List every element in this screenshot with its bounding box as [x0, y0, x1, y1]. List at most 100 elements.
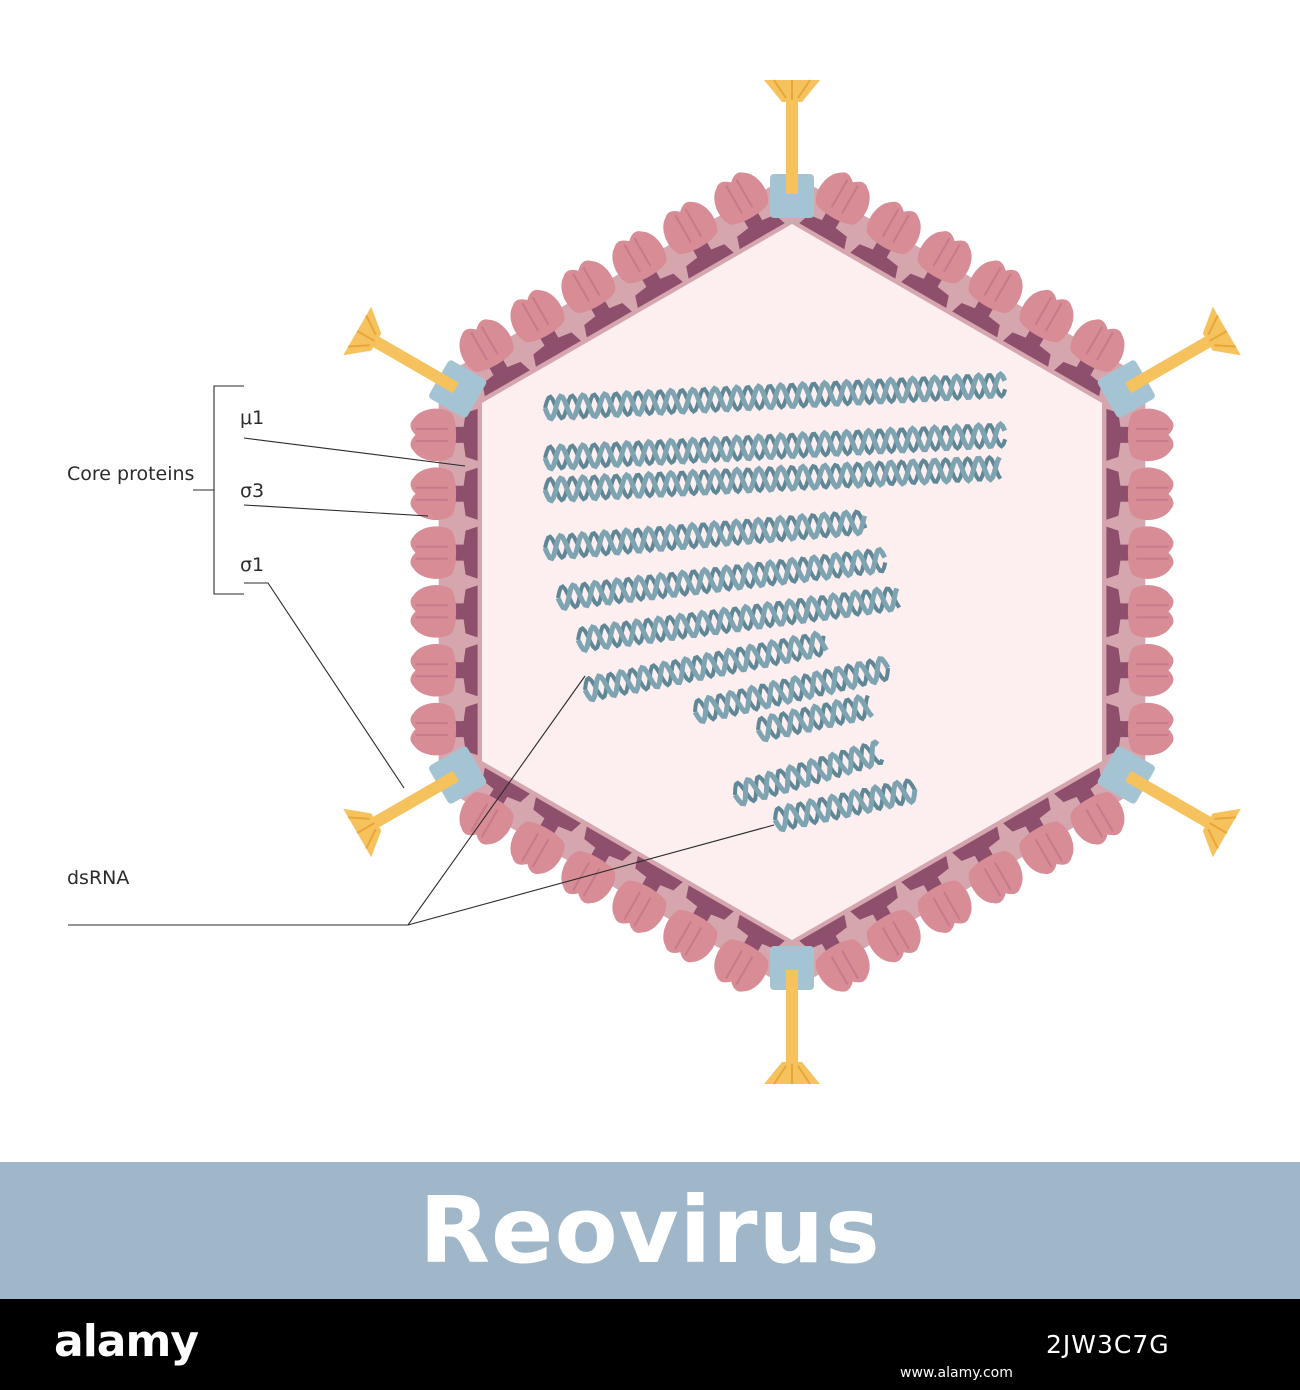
spike-stalk — [786, 94, 798, 194]
outer-protein — [866, 909, 921, 963]
outer-protein — [663, 201, 718, 255]
page-title: Reovirus — [419, 1177, 881, 1284]
label-core-proteins: Core proteins — [67, 463, 195, 485]
spike-stalk — [1125, 770, 1218, 832]
outer-protein — [1127, 702, 1174, 756]
sigma1-spike — [764, 79, 820, 218]
dsrna-segment — [692, 656, 891, 724]
spike-stalk — [366, 332, 459, 394]
protein-groove — [415, 486, 448, 501]
spike-knob — [343, 808, 382, 858]
spike-knob — [343, 306, 382, 356]
capsid-protein-unit — [799, 172, 870, 250]
outer-protein — [410, 408, 457, 462]
sigma1-spike — [1097, 306, 1241, 418]
inner-protein — [449, 703, 478, 756]
protein-groove — [983, 862, 1012, 897]
dsrna-segment — [755, 694, 875, 743]
dsrna-strand-front — [755, 694, 875, 743]
inner-protein — [449, 467, 478, 520]
capsid-protein-unit — [410, 585, 478, 638]
protein-groove — [415, 545, 448, 560]
inner-protein — [449, 408, 478, 461]
spike-base — [770, 174, 814, 218]
capsid-protein-unit — [1003, 797, 1074, 875]
capsid-protein-unit — [714, 172, 785, 250]
spike-stalk — [1125, 332, 1218, 394]
dsrna-strands — [542, 370, 1008, 833]
protein-groove — [932, 237, 961, 273]
outer-protein — [1070, 319, 1125, 372]
sigma1-spikes — [343, 79, 1241, 1085]
protein-groove — [881, 920, 910, 956]
capsid-protein-unit — [1106, 526, 1174, 579]
protein-groove — [1034, 832, 1063, 868]
sigma1-spike — [343, 306, 487, 418]
outer-protein — [1127, 585, 1174, 638]
spike-knob-detail — [773, 79, 811, 100]
dsrna-leader — [68, 675, 775, 926]
outer-protein — [815, 172, 870, 225]
capsid-protein-unit — [799, 914, 870, 992]
dsrna-segment — [555, 546, 888, 612]
capsid-protein-unit — [510, 797, 581, 875]
dsrna-strand-front — [542, 420, 1008, 472]
capsid-protein-unit — [1106, 408, 1174, 462]
protein-groove — [725, 178, 754, 214]
outer-protein — [968, 260, 1023, 313]
dsrna-strand-back — [773, 778, 917, 830]
outer-protein — [410, 526, 457, 579]
protein-groove — [1136, 545, 1169, 560]
dsrna-strand-front — [582, 630, 829, 703]
protein-groove — [674, 208, 703, 244]
outer-protein — [1127, 643, 1174, 697]
capsid-proteins — [410, 172, 1174, 992]
spike-knob-detail — [1207, 816, 1236, 850]
protein-groove — [1136, 427, 1169, 442]
capsid-protein-unit — [1106, 643, 1174, 697]
capsid-protein-unit — [1003, 289, 1074, 367]
capsid-protein-unit — [952, 260, 1023, 338]
protein-groove — [521, 296, 550, 332]
dsrna-segment — [732, 739, 885, 807]
dsrna-strand-front — [575, 586, 900, 653]
outer-protein — [917, 880, 972, 933]
inner-protein — [449, 644, 478, 697]
spike-knob-detail — [773, 1064, 811, 1085]
outer-protein — [1127, 467, 1174, 521]
spike-stalk — [366, 770, 459, 832]
capsid-protein-unit — [1054, 319, 1125, 397]
spike-base — [770, 946, 814, 990]
capsid-protein-unit — [714, 914, 785, 992]
capsid-protein-unit — [612, 231, 683, 308]
protein-groove — [521, 832, 550, 868]
capsid-protein-unit — [901, 231, 972, 308]
protein-groove — [1085, 326, 1114, 361]
dsrna-strand-front — [772, 779, 918, 833]
capsid-protein-unit — [410, 643, 478, 697]
protein-groove — [881, 208, 910, 244]
capsid-protein-unit — [952, 826, 1023, 904]
protein-groove — [830, 950, 859, 986]
outer-protein — [714, 939, 769, 992]
protein-groove — [674, 920, 703, 956]
outer-protein — [561, 260, 616, 313]
capsid-protein-unit — [561, 826, 632, 904]
mu1-leader — [243, 437, 466, 467]
protein-groove — [1085, 803, 1114, 838]
protein-groove — [415, 427, 448, 442]
capsid-protein-unit — [1106, 585, 1174, 638]
reovirus-diagram — [68, 79, 1241, 1085]
label-sigma1: σ1 — [240, 554, 265, 576]
dsrna-segment — [542, 509, 868, 562]
outer-protein — [410, 467, 457, 521]
outer-protein — [410, 702, 457, 756]
sigma1-spike — [343, 746, 487, 858]
outer-protein — [510, 821, 565, 875]
outer-protein — [410, 585, 457, 638]
spike-knob — [1202, 306, 1241, 356]
capsid-protein-unit — [459, 767, 530, 845]
sigma3-leader — [243, 504, 429, 517]
label-dsrna: dsRNA — [67, 867, 130, 889]
dsrna-segment — [542, 420, 1008, 472]
